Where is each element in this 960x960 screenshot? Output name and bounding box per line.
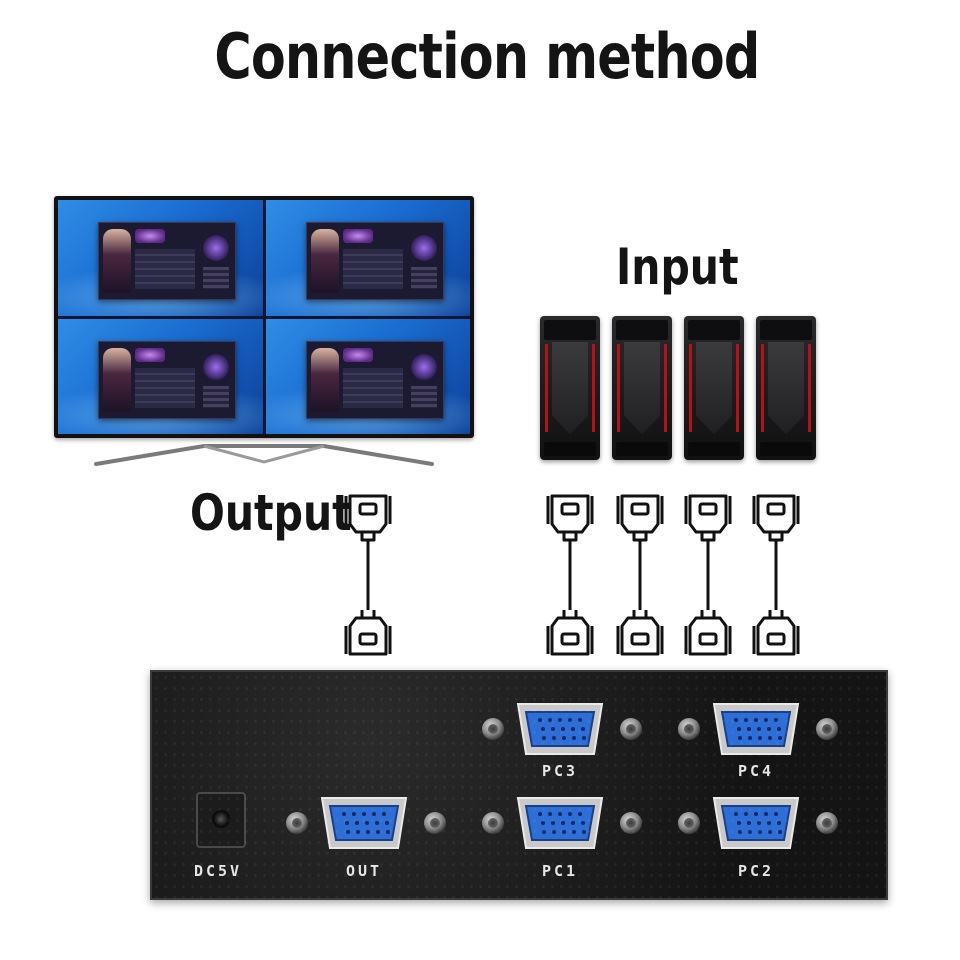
- screen-quadrant: [265, 318, 470, 434]
- input-label: Input: [616, 238, 739, 296]
- vga-cable-icon: [344, 490, 392, 660]
- screw-icon: [816, 812, 838, 834]
- screw-icon: [424, 812, 446, 834]
- vga-cable-icon: [684, 490, 732, 660]
- screen-quadrant: [58, 318, 263, 434]
- split-screen: [58, 200, 470, 434]
- game-window: [98, 222, 236, 300]
- pc-tower: [684, 316, 744, 460]
- pc-tower: [540, 316, 600, 460]
- screw-icon: [482, 812, 504, 834]
- screen-quadrant: [58, 200, 263, 316]
- game-window: [305, 340, 444, 419]
- vga-cable-icon: [546, 490, 594, 660]
- vga-cable-icon: [616, 490, 664, 660]
- screw-icon: [678, 718, 700, 740]
- dc-label: DC5V: [193, 862, 243, 880]
- port-label-pc3: PC3: [541, 762, 579, 780]
- screw-icon: [482, 718, 504, 740]
- game-window: [98, 340, 236, 419]
- screw-icon: [678, 812, 700, 834]
- vga-port-pc4[interactable]: [710, 700, 802, 758]
- port-label-pc1: PC1: [541, 862, 579, 880]
- monitor: [54, 196, 474, 438]
- pc-tower: [756, 316, 816, 460]
- vga-port-pc2[interactable]: [710, 794, 802, 852]
- vga-port-pc1[interactable]: [514, 794, 606, 852]
- screen-quadrant: [265, 200, 470, 316]
- vga-port-pc3[interactable]: [514, 700, 606, 758]
- pc-tower: [612, 316, 672, 460]
- screw-icon: [620, 812, 642, 834]
- vga-port-out[interactable]: [318, 794, 410, 852]
- port-label-pc4: PC4: [737, 762, 775, 780]
- game-window: [305, 222, 444, 300]
- port-label-pc2: PC2: [737, 862, 775, 880]
- screw-icon: [816, 718, 838, 740]
- output-label: Output: [190, 484, 352, 542]
- screw-icon: [620, 718, 642, 740]
- screw-icon: [286, 812, 308, 834]
- monitor-stand: [94, 444, 434, 466]
- page-title: Connection method: [214, 20, 760, 93]
- vga-switch-box: DC5V PC3 PC4 OUT PC1 PC2: [150, 670, 888, 900]
- port-label-out: OUT: [345, 862, 383, 880]
- dc-power-jack[interactable]: [196, 792, 246, 848]
- vga-cable-icon: [752, 490, 800, 660]
